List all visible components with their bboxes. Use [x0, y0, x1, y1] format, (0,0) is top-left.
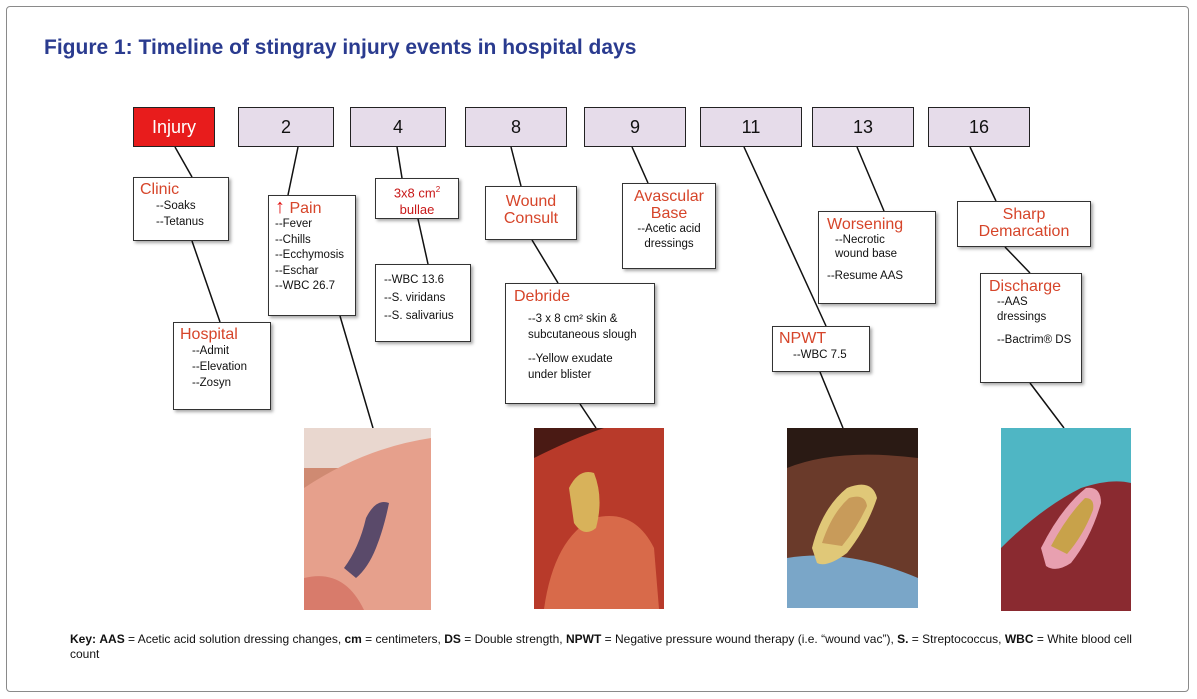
event-item: --Necrotic: [827, 233, 927, 247]
key-desc: = Acetic acid solution dressing changes,: [125, 632, 345, 646]
connector-day4-bullae: [397, 147, 402, 178]
event-item: --Admit: [192, 343, 264, 359]
event-worsening: Worsening --Necrotic wound base --Resume…: [818, 211, 936, 304]
event-item: dressings: [989, 310, 1073, 325]
key-term: S.: [897, 632, 908, 646]
connector-debride-photo: [580, 404, 596, 428]
event-title-line2: Base: [627, 205, 711, 222]
event-wound-consult: Wound Consult: [485, 186, 577, 240]
key-term: NPWT: [566, 632, 601, 646]
connector-injury-clinic: [175, 147, 192, 177]
day-box-16: 16: [928, 107, 1030, 147]
event-title: 3x8 cm: [394, 185, 436, 200]
wound-photo-day16: [1001, 428, 1131, 611]
event-item: under blister: [528, 367, 646, 383]
event-title: Clinic: [140, 181, 222, 198]
key-term: WBC: [1005, 632, 1034, 646]
connector-day8-consult: [511, 147, 521, 186]
event-clinic: Clinic --Soaks --Tetanus: [133, 177, 229, 241]
event-item: --AAS: [989, 295, 1073, 310]
connector-sharp-discharge: [1005, 247, 1030, 273]
event-item: --Ecchymosis: [275, 248, 349, 264]
event-item: subcutaneous slough: [528, 327, 646, 343]
day-box-4: 4: [350, 107, 446, 147]
event-item: --Fever: [275, 217, 349, 233]
key-desc: = centimeters,: [362, 632, 444, 646]
event-bullae: 3x8 cm2 bullae: [375, 178, 459, 219]
event-pain: ↑ Pain --Fever --Chills --Ecchymosis --E…: [268, 195, 356, 316]
up-arrow-icon: ↑: [275, 196, 285, 218]
day-box-injury: Injury: [133, 107, 215, 147]
event-item: --WBC 7.5: [793, 347, 863, 363]
event-title: Avascular: [627, 188, 711, 205]
event-item: dressings: [627, 237, 711, 252]
event-item: --Tetanus: [156, 214, 222, 230]
event-labs-day4: --WBC 13.6 --S. viridans --S. salivarius: [375, 264, 471, 342]
event-npwt: NPWT --WBC 7.5: [772, 326, 870, 372]
day-box-11: 11: [700, 107, 802, 147]
event-item: --WBC 26.7: [275, 279, 349, 295]
event-item: --Zosyn: [192, 375, 264, 391]
key-term: cm: [345, 632, 362, 646]
connector-clinic-hospital: [192, 241, 220, 322]
event-item: --Yellow exudate: [528, 351, 646, 367]
key-desc: = Negative pressure wound therapy (i.e. …: [601, 632, 897, 646]
day-box-2: 2: [238, 107, 334, 147]
event-title: Worsening: [827, 216, 927, 233]
connector-day11-npwt: [744, 147, 826, 326]
event-title: Debride: [514, 288, 646, 305]
day-box-13: 13: [812, 107, 914, 147]
event-title-line2: Demarcation: [962, 223, 1086, 240]
event-item: wound base: [827, 247, 927, 261]
event-item: --Elevation: [192, 359, 264, 375]
wound-photo-day11: [787, 428, 918, 608]
connector-consult-debride: [532, 240, 558, 283]
key-term: DS: [444, 632, 461, 646]
event-item: --Resume AAS: [827, 269, 927, 283]
event-hospital: Hospital --Admit --Elevation --Zosyn: [173, 322, 271, 410]
event-title: Wound: [490, 193, 572, 210]
event-title-line2: Consult: [490, 210, 572, 227]
connector-bullae-labs: [418, 219, 428, 264]
connector-discharge-photo: [1030, 383, 1064, 428]
key-term: AAS: [99, 632, 124, 646]
event-item: --WBC 13.6: [384, 271, 462, 289]
connector-day2-pain: [288, 147, 298, 195]
connector-pain-photo: [340, 316, 373, 428]
event-title: NPWT: [779, 330, 863, 347]
event-title: Sharp: [962, 206, 1086, 223]
day-box-8: 8: [465, 107, 567, 147]
superscript: 2: [436, 185, 440, 194]
connector-npwt-photo: [820, 372, 843, 428]
event-sharp-demarcation: Sharp Demarcation: [957, 201, 1091, 247]
day-box-9: 9: [584, 107, 686, 147]
key-label: Key:: [70, 632, 96, 646]
event-title-line2: bullae: [378, 201, 456, 218]
event-title: Discharge: [989, 278, 1073, 295]
event-discharge: Discharge --AAS dressings --Bactrim® DS: [980, 273, 1082, 383]
event-title: Pain: [289, 200, 321, 217]
figure-key: Key: AAS = Acetic acid solution dressing…: [70, 632, 1150, 662]
event-item: --3 x 8 cm² skin &: [528, 311, 646, 327]
key-desc: = Streptococcus,: [908, 632, 1004, 646]
wound-photo-day2: [304, 428, 431, 610]
event-item: --S. salivarius: [384, 307, 462, 325]
event-item: --Acetic acid: [627, 222, 711, 237]
event-item: --Eschar: [275, 264, 349, 280]
event-title: Hospital: [180, 326, 264, 343]
connector-day16-sharp: [970, 147, 996, 201]
wound-photo-day8: [534, 428, 664, 609]
event-item: --Soaks: [156, 198, 222, 214]
event-item: --Bactrim® DS: [989, 333, 1073, 348]
key-desc: = Double strength,: [461, 632, 566, 646]
event-item: --S. viridans: [384, 289, 462, 307]
event-debride: Debride --3 x 8 cm² skin & subcutaneous …: [505, 283, 655, 404]
event-item: --Chills: [275, 233, 349, 249]
connector-day9-avascular: [632, 147, 648, 183]
connector-day13-worsening: [857, 147, 884, 211]
event-avascular-base: Avascular Base --Acetic acid dressings: [622, 183, 716, 269]
